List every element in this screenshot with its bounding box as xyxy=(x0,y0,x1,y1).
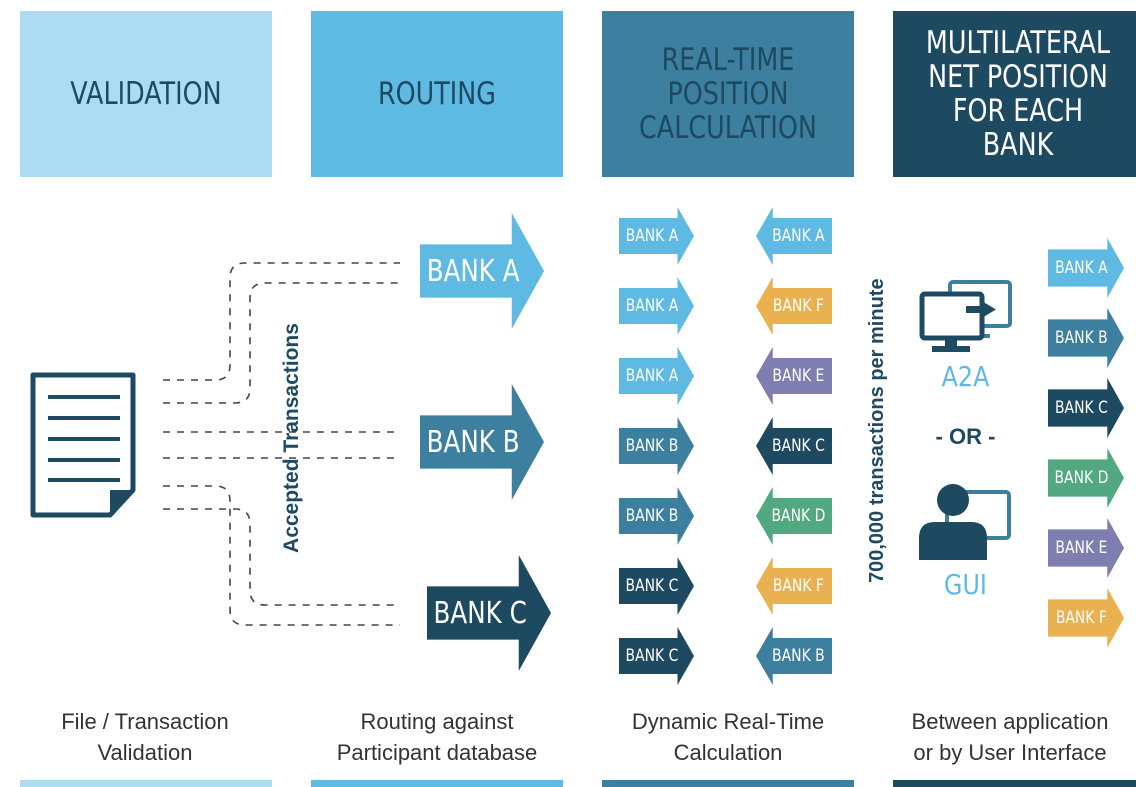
bank-label: BANK C xyxy=(772,436,825,456)
calc-outgoing-arrow: BANK B xyxy=(619,487,694,545)
stage-title-text: ROUTING xyxy=(377,76,497,112)
bank-label: BANK F xyxy=(773,296,825,316)
bank-label: BANK B xyxy=(625,436,679,456)
document-icon xyxy=(30,372,136,518)
bank-label: BANK E xyxy=(1055,538,1108,558)
bank-label: BANK C xyxy=(433,595,527,631)
calc-incoming-arrow: BANK D xyxy=(756,487,832,545)
calc-outgoing-arrow: BANK C xyxy=(619,557,694,615)
calc-incoming-arrow: BANK F xyxy=(756,557,832,615)
user-at-computer-icon xyxy=(919,484,1011,560)
net-position-arrow-bank-d-shape xyxy=(1048,448,1124,508)
net-position-arrow-bank-e: BANK E xyxy=(1048,518,1124,578)
bank-label: BANK F xyxy=(1055,608,1107,628)
bank-label: BANK B xyxy=(1055,328,1108,348)
or-label: - OR - xyxy=(935,424,996,449)
stage-bar-net-position xyxy=(893,780,1136,787)
calc-outgoing-arrow: BANK A xyxy=(619,207,694,265)
bank-label: BANK A xyxy=(426,253,520,289)
bank-label: BANK A xyxy=(625,296,679,316)
bank-label: BANK D xyxy=(1054,468,1109,488)
net-position-arrow-bank-d: BANK D xyxy=(1048,448,1124,508)
net-position-arrow-bank-b: BANK B xyxy=(1048,308,1124,368)
net-position-arrow-bank-b-shape xyxy=(1048,308,1124,368)
net-position-arrow-bank-c: BANK C xyxy=(1048,378,1124,438)
a2a-label: A2A xyxy=(941,360,990,393)
gui-label: GUI xyxy=(944,568,987,601)
caption-routing: Routing against Participant database xyxy=(336,709,538,765)
routing-arrow-bank-c: BANK C xyxy=(427,555,551,671)
calc-incoming-arrow-shape xyxy=(756,487,832,545)
calc-outgoing-arrow-shape xyxy=(619,627,694,685)
net-position-arrow-bank-f-shape xyxy=(1048,588,1124,648)
bank-label: BANK C xyxy=(1054,398,1108,418)
bank-label: BANK C xyxy=(625,646,679,666)
stage-header-routing xyxy=(311,11,563,177)
calc-incoming-arrow: BANK C xyxy=(756,417,832,475)
net-position-arrow-bank-a: BANK A xyxy=(1048,238,1124,298)
routing-arrow-bank-b: BANK B xyxy=(420,384,544,500)
net-position-arrow-bank-c-shape xyxy=(1048,378,1124,438)
computer-transfer-icon xyxy=(919,280,1012,352)
bank-label: BANK B xyxy=(625,506,679,526)
stage-title-calculation: REAL-TIME POSITION CALCULATION xyxy=(625,11,832,177)
bank-label: BANK E xyxy=(772,366,825,386)
calc-outgoing-arrow: BANK B xyxy=(619,417,694,475)
calc-incoming-arrow-shape xyxy=(756,417,832,475)
stage-title-text: VALIDATION xyxy=(70,76,222,112)
calc-incoming-arrow: BANK F xyxy=(756,277,832,335)
stage-bar-validation xyxy=(20,780,272,787)
stage-header-calculation xyxy=(602,11,854,177)
routing-arrow-bank-b-shape xyxy=(420,384,544,500)
stage-title-net-position: MULTILATERAL NET POSITION FOR EACH BANK xyxy=(916,11,1121,177)
caption-validation: File / Transaction Validation xyxy=(61,709,229,765)
bank-label: BANK A xyxy=(625,366,679,386)
calc-outgoing-arrow-shape xyxy=(619,417,694,475)
calc-outgoing-arrow: BANK C xyxy=(619,627,694,685)
calc-incoming-arrow: BANK E xyxy=(756,347,832,405)
bank-label: BANK A xyxy=(772,226,825,246)
calc-incoming-arrow-shape xyxy=(756,277,832,335)
caption-calculation: Dynamic Real-Time Calculation xyxy=(631,709,825,765)
bank-label: BANK B xyxy=(426,424,520,460)
calc-outgoing-arrow-shape xyxy=(619,277,694,335)
bank-label: BANK B xyxy=(772,646,825,666)
routing-arrow-bank-a: BANK A xyxy=(420,213,544,329)
net-position-arrow-bank-f: BANK F xyxy=(1048,588,1124,648)
routing-arrow-bank-a-shape xyxy=(420,213,544,329)
stage-bar-calculation xyxy=(602,780,854,787)
bank-label: BANK A xyxy=(625,226,679,246)
calc-outgoing-arrow-shape xyxy=(619,487,694,545)
stage-title-text: MULTILATERAL NET POSITION FOR EACH BANK xyxy=(925,25,1111,163)
calc-outgoing-arrow-shape xyxy=(619,557,694,615)
accepted-transactions-label: Accepted Transactions xyxy=(280,323,303,553)
stage-title-validation: VALIDATION xyxy=(43,11,250,177)
bank-label: BANK C xyxy=(625,576,679,596)
routing-connectors xyxy=(163,262,400,626)
stage-header-validation xyxy=(20,11,272,177)
net-position-arrow-bank-e-shape xyxy=(1048,518,1124,578)
calc-outgoing-arrow-shape xyxy=(619,207,694,265)
transactions-per-minute-label: 700,000 transactions per minute xyxy=(866,278,888,583)
caption-net-position: Between application or by User Interface xyxy=(911,709,1109,765)
routing-arrow-bank-c-shape xyxy=(427,555,551,671)
stage-title-text: REAL-TIME POSITION CALCULATION xyxy=(639,42,817,146)
stage-bar-routing xyxy=(311,780,563,787)
stage-header-net-position xyxy=(893,11,1136,177)
calc-outgoing-arrow: BANK A xyxy=(619,347,694,405)
calc-incoming-arrow-shape xyxy=(756,347,832,405)
bank-label: BANK A xyxy=(1055,258,1108,278)
calc-incoming-arrow-shape xyxy=(756,627,832,685)
calc-incoming-arrow: BANK B xyxy=(756,627,832,685)
calc-incoming-arrow: BANK A xyxy=(756,207,832,265)
calc-outgoing-arrow-shape xyxy=(619,347,694,405)
calc-incoming-arrow-shape xyxy=(756,557,832,615)
bank-label: BANK F xyxy=(773,576,825,596)
bank-label: BANK D xyxy=(771,506,826,526)
calc-outgoing-arrow: BANK A xyxy=(619,277,694,335)
net-position-arrow-bank-a-shape xyxy=(1048,238,1124,298)
calc-incoming-arrow-shape xyxy=(756,207,832,265)
stage-title-routing: ROUTING xyxy=(334,11,541,177)
